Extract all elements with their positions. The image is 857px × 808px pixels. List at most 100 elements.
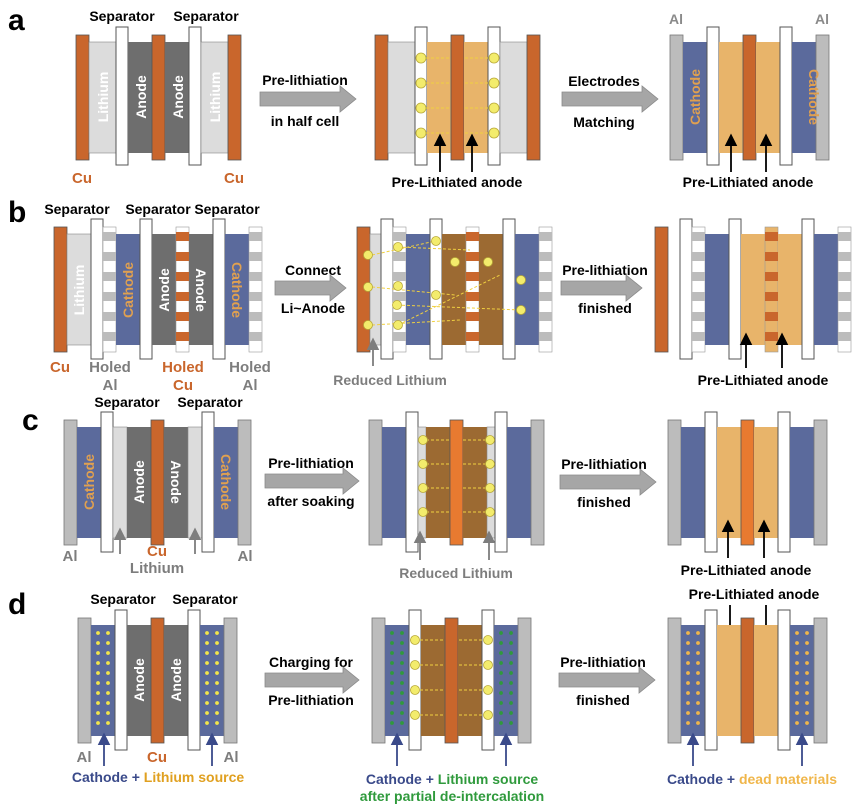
- separator: [777, 609, 791, 751]
- caption: Reduced Lithium: [333, 372, 447, 388]
- copper-foil: [740, 617, 755, 744]
- copper-foil: [150, 617, 165, 744]
- reacting-anode: [479, 234, 503, 345]
- copper-foil: [654, 226, 669, 353]
- copper-foil: [53, 226, 68, 353]
- separator: [201, 411, 215, 553]
- separator-label: Separator: [44, 201, 110, 217]
- aluminum-foil: [815, 34, 830, 161]
- separator: [212, 218, 226, 360]
- prelithiated-anode: [717, 625, 741, 736]
- panel-c-left-cell: Cathode Anode Anode Cathode Al Cu Lithiu…: [63, 411, 253, 577]
- cathode: [494, 625, 518, 736]
- process-arrow: [559, 468, 657, 496]
- holed-al-line1: Holed: [89, 359, 131, 376]
- separator: [115, 26, 129, 166]
- aluminum-foil: [237, 419, 252, 546]
- copper-foil: [227, 34, 242, 161]
- anode-label: Anode: [168, 460, 184, 504]
- process-arrow: [259, 85, 357, 113]
- separator-label: Separator: [94, 394, 160, 410]
- lithium-ion-dots: [363, 236, 526, 330]
- cu-label: Cu: [50, 359, 70, 376]
- aluminum-foil: [63, 419, 78, 546]
- partially-delithiated-particles: [390, 631, 513, 725]
- panel-d: d Separator Separator Anode Anode Al Cu …: [8, 586, 837, 804]
- lithium-source-particles: [96, 631, 219, 725]
- copper-foil: [526, 34, 541, 161]
- copper-foil: [740, 419, 755, 546]
- copper-foil: [150, 419, 165, 546]
- cathode-label: Cathode: [120, 262, 136, 318]
- anode-label: Anode: [131, 658, 147, 702]
- lithium-label: Lithium: [71, 265, 87, 316]
- separator: [777, 411, 791, 553]
- aluminum-foil: [371, 617, 386, 744]
- separator: [679, 218, 693, 360]
- aluminum-foil: [530, 419, 545, 546]
- anode-label: Anode: [156, 268, 172, 312]
- caption-plus: +: [128, 769, 144, 785]
- arrow-label: Matching: [573, 114, 634, 130]
- separator: [139, 218, 153, 360]
- arrow-label: Pre-lithiation: [262, 72, 348, 88]
- cathode-label: Cathode: [687, 69, 703, 125]
- panel-d-letter: d: [8, 588, 26, 621]
- lithium-label: Lithium: [207, 72, 223, 123]
- caption-lithium-source: Lithium source: [144, 769, 245, 785]
- caption: Pre-Lithiated anode: [683, 174, 814, 190]
- panel-d-right-cell: Pre-Lithiated anode Cathode + dead mater…: [667, 586, 837, 787]
- panel-c-letter: c: [22, 404, 39, 437]
- panel-c-middle-cell: Reduced Lithium: [368, 411, 545, 581]
- panel-c-arrow-1: Pre-lithiation after soaking: [264, 455, 360, 509]
- lithium-foil: [66, 233, 92, 346]
- separator: [100, 411, 114, 553]
- cathode: [382, 427, 406, 538]
- anode: [165, 42, 189, 153]
- panel-b-letter: b: [8, 196, 26, 229]
- cathode: [790, 625, 814, 736]
- separator: [502, 218, 516, 360]
- arrow-label: finished: [577, 494, 631, 510]
- panel-b: b Separator Separator Separator Lithium …: [8, 196, 852, 394]
- cathode: [225, 234, 249, 345]
- prelithiated-anode: [427, 42, 451, 153]
- al-label: Al: [77, 749, 92, 766]
- cathode-label: Cathode: [81, 454, 97, 510]
- separator: [704, 411, 718, 553]
- cathode-label: Cathode: [806, 69, 822, 125]
- panel-a-right-cell: Cathode Cathode Al Al Pre-Lithiated anod…: [669, 11, 830, 190]
- arrow-label: Pre-lithiation: [268, 692, 354, 708]
- al-label: Al: [669, 11, 683, 27]
- separator: [704, 609, 718, 751]
- panel-a: a Lithium Anode Anode Lithium Separator …: [8, 4, 830, 190]
- reacting-anode: [426, 427, 450, 538]
- prelithiated-anode: [754, 427, 778, 538]
- caption: Cathode + Lithium source: [366, 771, 539, 787]
- holed-aluminum-foil: [102, 226, 117, 353]
- cathode-label: Cathode: [218, 454, 234, 510]
- copper-foil: [444, 617, 459, 744]
- ion-flow-lines: [426, 439, 487, 513]
- aluminum-foil: [667, 617, 682, 744]
- caption: Pre-Lithiated anode: [681, 562, 812, 578]
- panel-a-arrow-1: Pre-lithiation in half cell: [259, 72, 357, 129]
- cu-label: Cu: [224, 170, 244, 187]
- cu-label: Cu: [147, 543, 167, 560]
- separator: [380, 218, 394, 360]
- aluminum-foil: [667, 419, 682, 546]
- cathode: [681, 427, 705, 538]
- panel-b-arrow-2: Pre-lithiation finished: [560, 262, 648, 316]
- separator: [114, 609, 128, 751]
- anode-label: Anode: [193, 268, 209, 312]
- lithium-ion-dots: [418, 435, 495, 517]
- prelithiated-anode: [741, 234, 765, 345]
- separator: [706, 26, 720, 166]
- separator: [728, 218, 742, 360]
- dead-material-particles: [686, 631, 809, 725]
- cathode: [681, 625, 705, 736]
- caption-cathode: Cathode: [366, 771, 422, 787]
